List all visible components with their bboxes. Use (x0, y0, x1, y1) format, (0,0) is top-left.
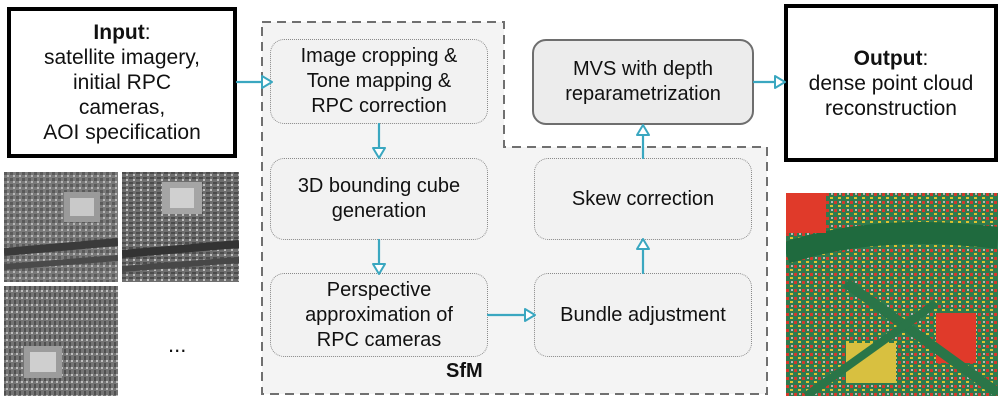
arrowhead (372, 263, 386, 275)
step-text: Bundle adjustment (560, 303, 726, 326)
input-title: Input (93, 21, 145, 44)
satellite-image-2 (122, 172, 239, 282)
step-text: generation (331, 200, 427, 222)
input-line: initial RPC (72, 71, 172, 94)
output-line: dense point cloud (808, 71, 974, 95)
step-mvs: MVS with depth reparametrization (532, 39, 754, 125)
arrowhead (524, 308, 536, 322)
satellite-image-3 (4, 286, 118, 396)
input-line: cameras, (78, 96, 166, 119)
step-text: Perspective (326, 278, 432, 301)
step-text: approximation of (305, 303, 453, 326)
step-text: RPC correction (311, 95, 447, 117)
output-line: reconstruction (825, 96, 957, 120)
arrowhead (261, 75, 273, 89)
arrowhead (636, 124, 650, 136)
sfm-label: SfM (446, 360, 483, 382)
arrowhead (774, 75, 786, 89)
step-bounding-cube: 3D bounding cube generation (270, 158, 488, 240)
input-box: Input: satellite imagery, initial RPC ca… (7, 7, 237, 158)
step-text: MVS with depth (572, 58, 714, 80)
satellite-image-1 (4, 172, 118, 282)
point-cloud-image (786, 193, 998, 396)
input-line: AOI specification (43, 121, 201, 144)
step-text: Image cropping & (300, 45, 458, 67)
input-line: satellite imagery, (43, 46, 200, 69)
step-skew-correction: Skew correction (534, 158, 752, 240)
step-text: RPC cameras (316, 328, 442, 351)
arrowhead (636, 238, 650, 250)
step-perspective-approximation: Perspective approximation of RPC cameras (270, 273, 488, 357)
output-box: Output: dense point cloud reconstruction (784, 4, 998, 162)
step-text: reparametrization (565, 83, 721, 105)
output-title: Output (853, 46, 923, 70)
ellipsis: ... (168, 332, 187, 357)
arrowhead (372, 147, 386, 159)
step-text: Skew correction (571, 187, 715, 210)
step-text: 3D bounding cube (297, 175, 461, 197)
step-text: Tone mapping & (306, 70, 452, 92)
step-bundle-adjustment: Bundle adjustment (534, 273, 752, 357)
